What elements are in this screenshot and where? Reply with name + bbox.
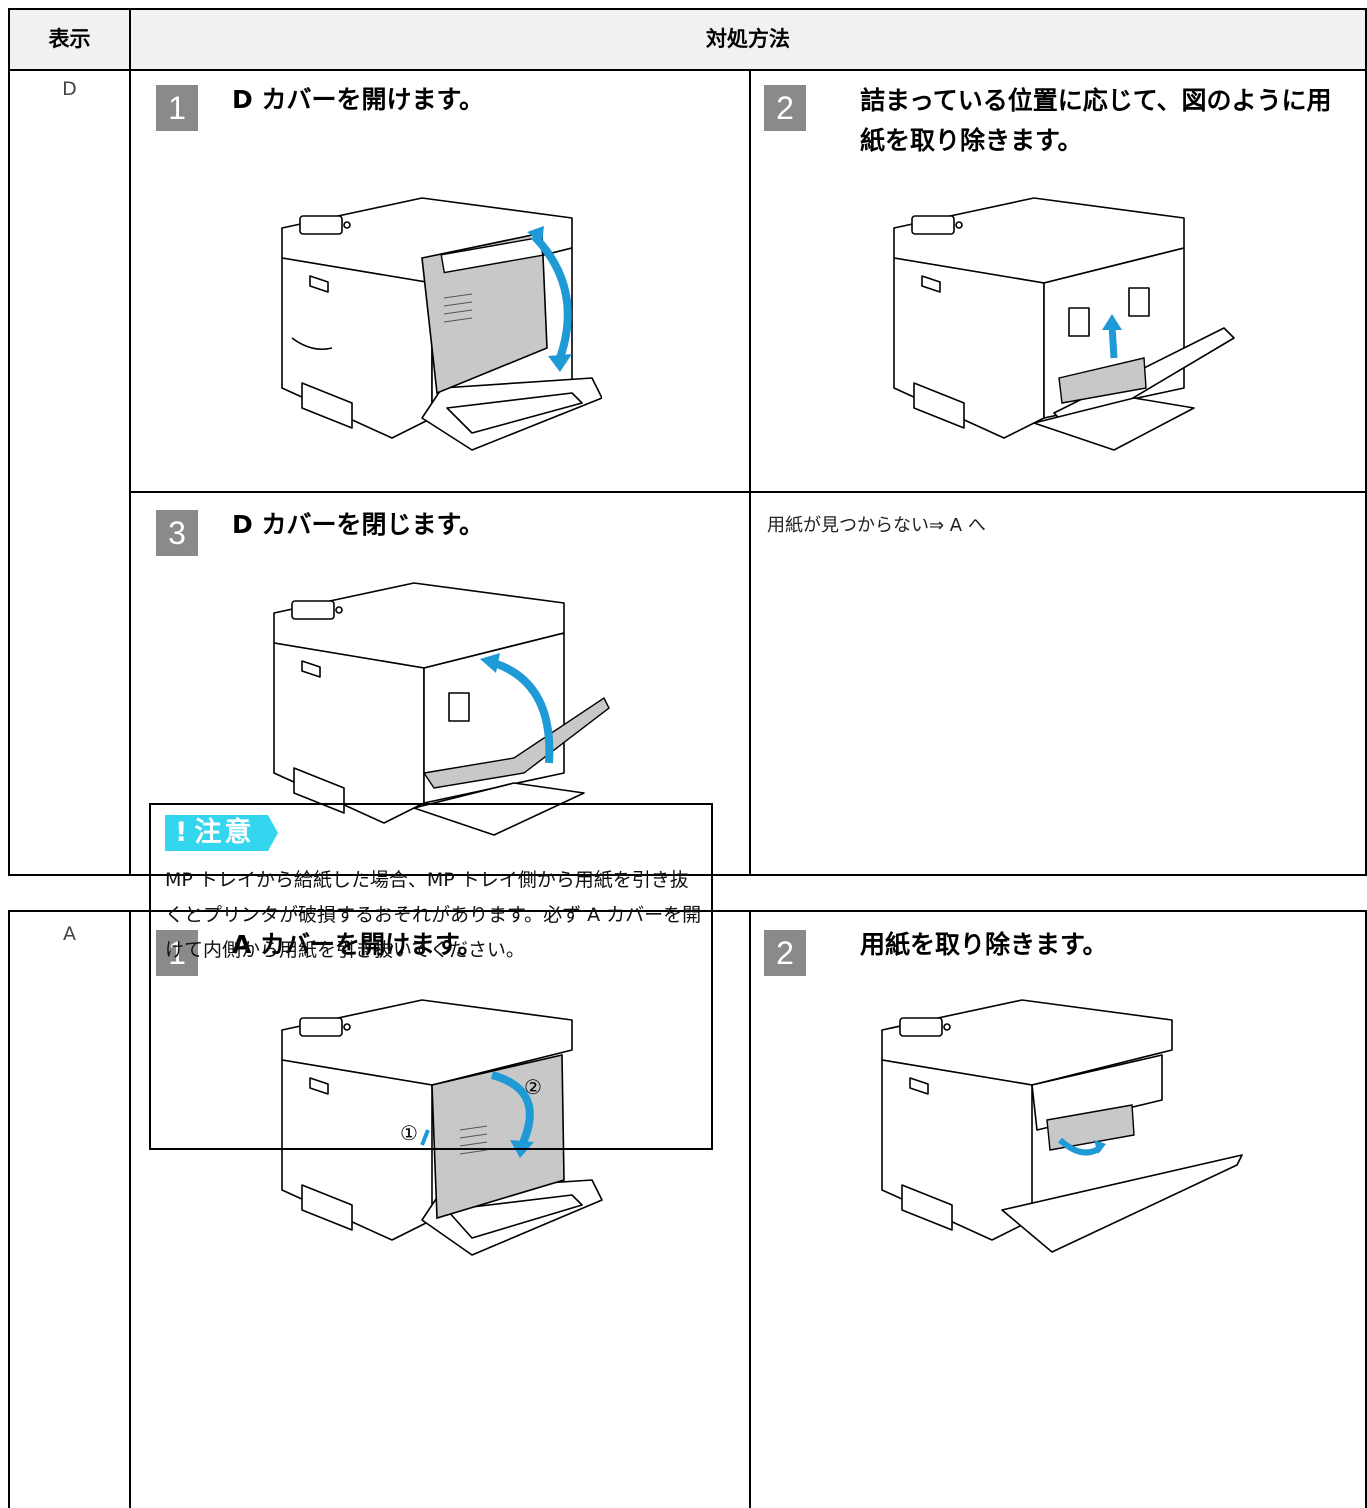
code-d: D (62, 78, 77, 100)
divider (129, 912, 131, 1508)
step-badge-a1: 1 (156, 930, 198, 976)
printer-d-paper-removal-illustration (893, 197, 1235, 451)
step-title-2: 詰まっている位置に応じて、図のように用紙を取り除きます。 (860, 86, 1332, 155)
caution-text: MP トレイから給紙した場合、MP トレイ側から用紙を引き抜くとプリンタが破損す… (165, 869, 702, 961)
printer-a-cover-open-illustration: ① ② (281, 999, 603, 1256)
caution-label: !注意 (165, 815, 279, 851)
divider (749, 912, 751, 1508)
table-header: 表示 対処方法 (10, 10, 1365, 71)
callout-1: ① (400, 1121, 418, 1145)
not-found-note: 用紙が見つからない⇒ A へ (767, 515, 986, 536)
divider (749, 69, 751, 874)
step-title-1: D カバーを開けます。 (232, 85, 484, 114)
step-badge-2: 2 (764, 85, 806, 131)
caution-box: !注意 MP トレイから給紙した場合、MP トレイ側から用紙を引き抜くとプリンタ… (149, 803, 713, 1150)
caution-icon: ! (175, 817, 191, 848)
printer-d-cover-open-illustration (281, 197, 602, 451)
printer-a-paper-removal-illustration (881, 999, 1243, 1253)
header-display: 表示 (48, 27, 91, 51)
table-a: A 1 A カバーを開けます。 2 用紙を取り除きます。 (8, 910, 1367, 1508)
step-title-3: D カバーを閉じます。 (232, 510, 484, 539)
header-action: 対処方法 (706, 27, 790, 51)
divider (129, 10, 131, 874)
step-badge-a2: 2 (764, 930, 806, 976)
code-a: A (63, 923, 76, 945)
step-badge-3: 3 (156, 510, 198, 556)
divider (131, 491, 1365, 493)
caution-title: 注意 (194, 817, 255, 848)
step-title-a1: A カバーを開けます。 (232, 930, 483, 959)
callout-2: ② (524, 1075, 542, 1099)
step-badge-1: 1 (156, 85, 198, 131)
table-d: 表示 対処方法 D 1 D カバーを開けます。 2 詰まっている位置に応じて、図… (8, 8, 1367, 876)
printer-d-cover-close-illustration (273, 582, 610, 836)
step-title-a2: 用紙を取り除きます。 (860, 930, 1108, 959)
